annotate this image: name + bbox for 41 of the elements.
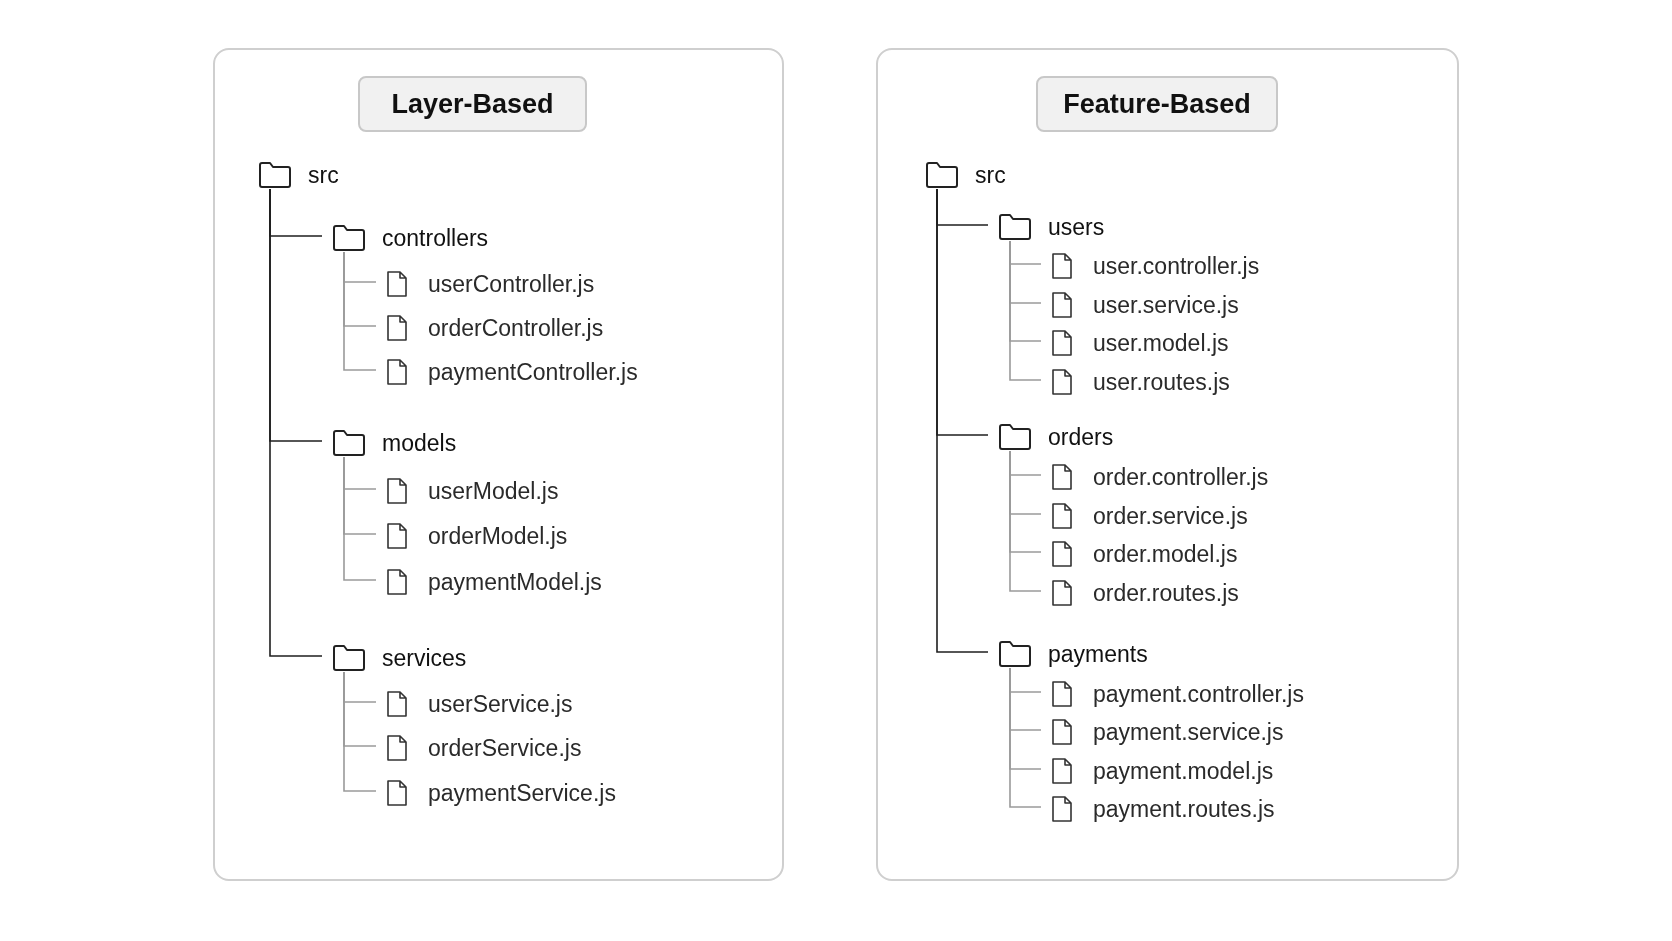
file-name: user.routes.js [1093,367,1230,397]
file-name: order.service.js [1093,501,1248,531]
file-name: order.model.js [1093,539,1238,569]
tree-connector [1009,667,1042,808]
folder-name: payments [1048,639,1148,669]
file-name: userController.js [428,269,595,299]
tree-connector [936,188,989,653]
file-name: order.controller.js [1093,462,1269,492]
file-name: payment.service.js [1093,717,1284,747]
folder-name: controllers [382,223,489,253]
tree-connector [343,251,377,371]
file-name: payment.model.js [1093,756,1274,786]
file-name: orderController.js [428,313,604,343]
file-name: userService.js [428,689,573,719]
folder-name: services [382,643,467,673]
panel-card [876,48,1459,881]
folder-name: models [382,428,457,458]
folder-name: src [975,160,1006,190]
file-name: orderModel.js [428,521,568,551]
folder-name: orders [1048,422,1114,452]
file-name: paymentService.js [428,778,616,808]
tree-connector [269,188,323,657]
file-name: order.routes.js [1093,578,1239,608]
file-name: userModel.js [428,476,559,506]
file-name: user.service.js [1093,290,1239,320]
panel-card [213,48,784,881]
file-name: orderService.js [428,733,582,763]
file-name: paymentController.js [428,357,638,387]
tree-connector [1009,450,1042,592]
file-name: payment.routes.js [1093,794,1275,824]
file-name: payment.controller.js [1093,679,1304,709]
heading-box: Layer-Based [358,76,587,132]
file-name: user.controller.js [1093,251,1260,281]
folder-name: src [308,160,339,190]
file-name: user.model.js [1093,328,1229,358]
tree-connector [343,671,377,792]
heading-box: Feature-Based [1036,76,1278,132]
file-name: paymentModel.js [428,567,602,597]
tree-connector [1009,240,1042,381]
folder-name: users [1048,212,1105,242]
tree-connector [343,456,377,581]
